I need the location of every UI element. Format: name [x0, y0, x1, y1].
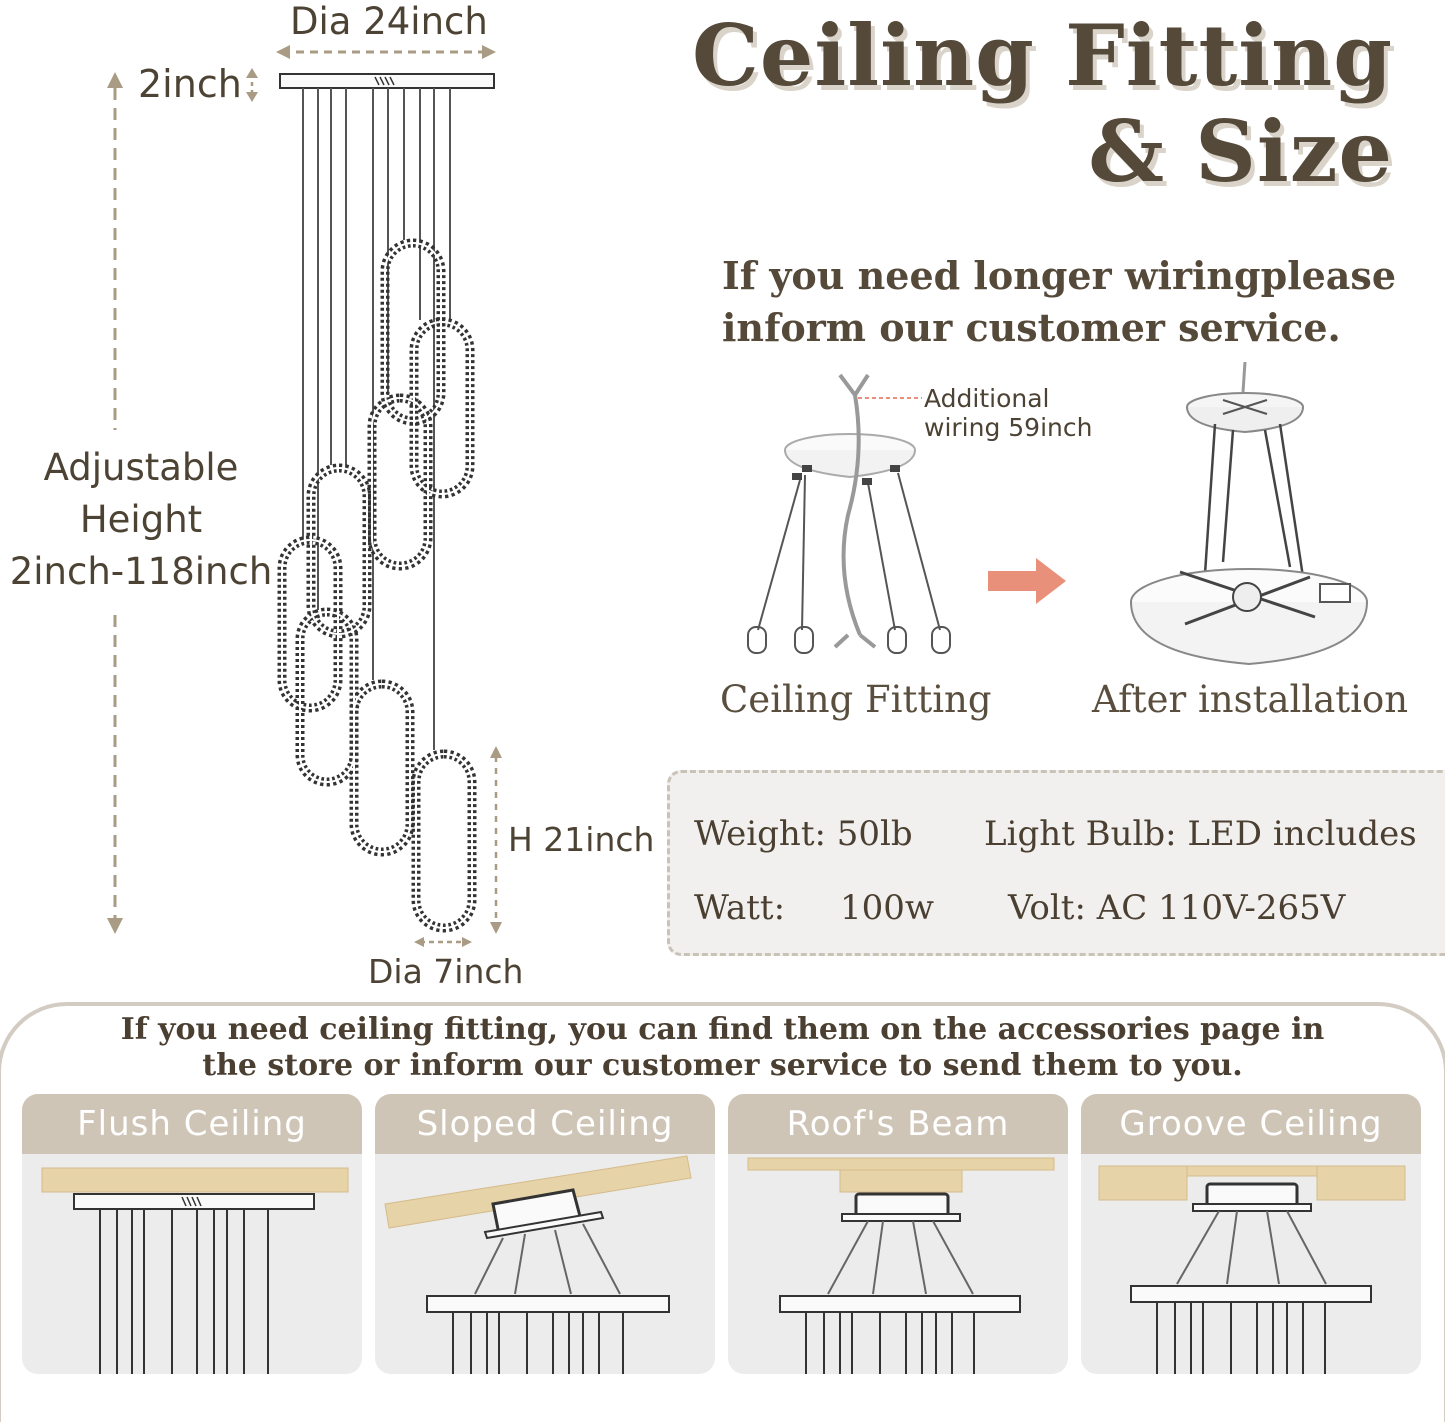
pendant-dia-arrow — [414, 937, 472, 947]
ceiling-type-card-sloped: Sloped Ceiling — [375, 1094, 715, 1374]
adjustable-height-arrow — [107, 72, 123, 934]
pendant-dia-label: Dia 7inch — [368, 952, 524, 991]
ceiling-type-card-beam: Roof's Beam — [728, 1094, 1068, 1374]
ceiling-type-card-flush: Flush Ceiling — [22, 1094, 362, 1374]
roof-beam-diagram — [747, 1157, 1055, 1374]
ceiling-type-label: Flush Ceiling — [22, 1094, 362, 1154]
spec-watt-label: Watt: — [694, 888, 786, 928]
accessories-note-line2: the store or inform our customer service… — [202, 1048, 1243, 1083]
dia-24-arrow — [276, 45, 496, 59]
ceiling-fitting-caption: Ceiling Fitting — [720, 678, 992, 721]
spec-volt: Volt: AC 110V-265V — [1008, 888, 1346, 928]
ceiling-type-label: Roof's Beam — [728, 1094, 1068, 1154]
page-title-line2: & Size — [1088, 102, 1393, 201]
pendant-ring — [349, 679, 415, 857]
ceiling-type-card-groove: Groove Ceiling — [1081, 1094, 1421, 1374]
pendant-height-arrow — [490, 746, 502, 934]
pendant-ring — [295, 607, 359, 787]
groove-ceiling-diagram — [1098, 1165, 1406, 1374]
spec-panel — [667, 770, 1445, 956]
ceiling-fitting-illustration — [747, 373, 951, 654]
adjustable-label-2: Height — [79, 498, 203, 541]
wiring-note: If you need longer wiringplease inform o… — [722, 253, 1396, 350]
arrow-right-icon — [988, 558, 1066, 604]
adjustable-label-1: Adjustable — [43, 446, 239, 489]
accessories-note-line1: If you need ceiling fitting, you can fin… — [120, 1012, 1325, 1047]
pendant-ring — [411, 749, 477, 933]
after-installation-caption: After installation — [1092, 678, 1409, 721]
ceiling-type-label: Groove Ceiling — [1081, 1094, 1421, 1154]
chandelier-drawing — [107, 45, 502, 947]
adjustable-label-3: 2inch-118inch — [9, 550, 273, 593]
after-installation-illustration — [1130, 362, 1368, 666]
canopy-dia-label: Dia 24inch — [290, 0, 488, 43]
flush-ceiling-diagram — [41, 1167, 349, 1374]
additional-wiring-label-2: wiring 59inch — [924, 413, 1093, 442]
spec-watt-value: 100w — [840, 888, 934, 928]
spec-light-bulb: Light Bulb: LED includes — [984, 814, 1417, 854]
ceiling-type-label: Sloped Ceiling — [375, 1094, 715, 1154]
canopy-height-arrow — [246, 68, 258, 102]
spec-weight: Weight: 50lb — [694, 814, 913, 854]
pendant-height-label: H 21inch — [508, 820, 655, 859]
canopy-height-label: 2inch — [138, 62, 242, 106]
accessories-note: If you need ceiling fitting, you can fin… — [60, 1012, 1385, 1084]
page-title-line1: Ceiling Fitting — [692, 6, 1393, 105]
sloped-ceiling-diagram — [384, 1155, 692, 1374]
additional-wiring-label-1: Additional — [924, 384, 1050, 413]
